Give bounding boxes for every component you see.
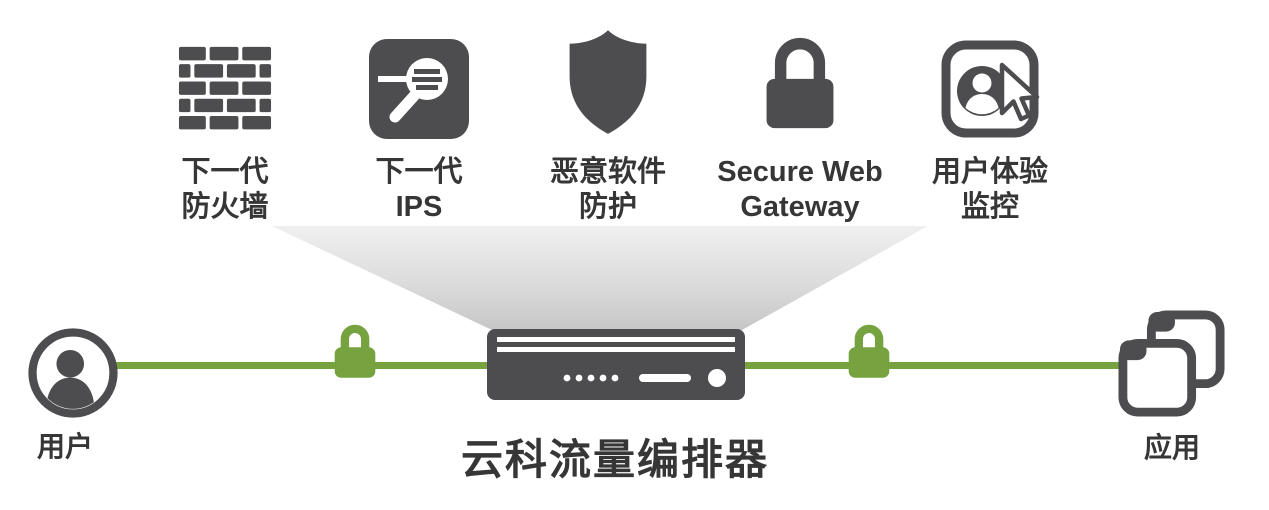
service-label-ips: 下一代 IPS <box>375 156 463 224</box>
shield-icon-box <box>560 25 656 139</box>
ips-icon-box <box>369 25 469 139</box>
firewall-bricks-icon <box>178 46 272 130</box>
service-secure-web-gateway: Secure Web Gateway <box>700 25 900 226</box>
service-label-malware: 恶意软件 防护 <box>549 156 666 224</box>
green-padlock-right-icon <box>848 324 890 378</box>
service-label-swg: Secure Web Gateway <box>717 156 883 224</box>
funnel-beam-shape <box>272 226 928 330</box>
ips-magnifier-icon <box>369 39 469 139</box>
user-experience-monitor-icon <box>941 40 1040 138</box>
user-label: 用户 <box>36 431 93 462</box>
service-next-gen-ips: 下一代 IPS <box>319 25 519 226</box>
secure-gateway-padlock-icon <box>766 38 834 129</box>
service-malware-protection: 恶意软件 防护 <box>508 25 708 226</box>
green-padlock-left-icon <box>334 324 376 378</box>
padlock-icon-box <box>756 25 844 139</box>
user-circle-icon <box>28 328 118 418</box>
malware-shield-icon <box>569 30 647 134</box>
app-label: 应用 <box>1143 432 1200 463</box>
service-next-gen-firewall: 下一代 防火墙 <box>125 25 325 226</box>
ux-icon-box <box>940 25 1040 139</box>
service-label-ux: 用户体验 监控 <box>931 156 1048 224</box>
service-user-experience-monitoring: 用户体验 监控 <box>890 25 1090 226</box>
service-label-firewall: 下一代 防火墙 <box>181 156 269 224</box>
firewall-icon-box <box>177 25 273 139</box>
orchestrator-label: 云科流量编排器 <box>460 436 769 483</box>
appliance-icon <box>487 329 745 400</box>
app-windows-icon <box>1118 310 1225 417</box>
